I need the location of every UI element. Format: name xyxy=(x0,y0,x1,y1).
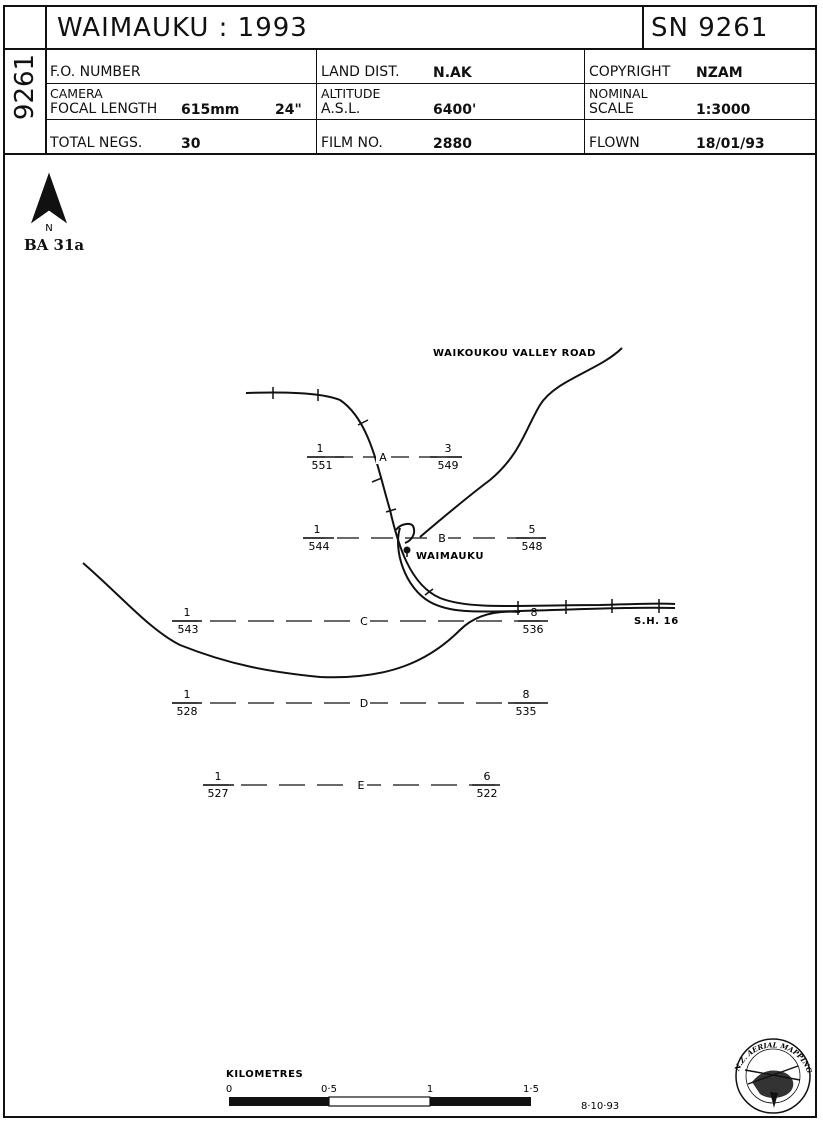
road-label: WAIKOUKOU VALLEY ROAD xyxy=(433,348,596,359)
scale-title: KILOMETRES xyxy=(226,1069,303,1080)
land-dist-value: N.AK xyxy=(433,65,472,81)
run-a-end-neg: 3 xyxy=(445,442,452,455)
map-code: BA 31a xyxy=(24,236,85,254)
scale-date: 8·10·93 xyxy=(581,1101,619,1112)
highway-label: S.H. 16 xyxy=(634,616,679,627)
run-d-letter: D xyxy=(360,697,368,710)
flown-label: FLOWN xyxy=(589,135,640,151)
run-d-end-neg: 8 xyxy=(523,688,530,701)
road-ticks xyxy=(272,387,660,615)
run-e-letter: E xyxy=(358,779,365,792)
scale-label: SCALE xyxy=(589,101,634,117)
run-letters xyxy=(354,449,448,792)
run-b-end-frame: 548 xyxy=(522,540,543,553)
north-arrow-icon xyxy=(31,172,67,224)
run-e-start-frame: 527 xyxy=(208,787,229,800)
focal-length-value: 615mm xyxy=(181,102,240,118)
run-b-start-frame: 544 xyxy=(309,540,330,553)
total-negs-value: 30 xyxy=(181,136,201,152)
focal-length-label: FOCAL LENGTH xyxy=(50,101,158,117)
scale-bar: KILOMETRES 0 0·5 1 1·5 8·10·93 xyxy=(226,1069,619,1112)
town-loop xyxy=(395,522,416,544)
run-b-letter: B xyxy=(438,532,446,545)
asl-label: A.S.L. xyxy=(321,101,361,117)
run-b-end-neg: 5 xyxy=(529,523,536,536)
run-e-end-frame: 522 xyxy=(477,787,498,800)
run-endcaps xyxy=(172,456,548,786)
highway-road xyxy=(397,527,676,613)
run-a-end-frame: 549 xyxy=(438,459,459,472)
run-e-start-neg: 1 xyxy=(215,770,222,783)
run-c-start-neg: 1 xyxy=(184,606,191,619)
copyright-label: COPYRIGHT xyxy=(589,64,671,80)
run-b-start-neg: 1 xyxy=(314,523,321,536)
run-a-letter: A xyxy=(379,451,387,464)
roads xyxy=(82,347,676,679)
film-no-value: 2880 xyxy=(433,136,472,152)
run-numbers: 1 551 3 549 1 544 5 548 1 543 8 536 1 52… xyxy=(177,442,544,800)
scale-tick-2: 1 xyxy=(427,1084,433,1095)
altitude-value: 6400' xyxy=(433,102,477,118)
copyright-value: NZAM xyxy=(696,65,743,81)
run-e-end-neg: 6 xyxy=(484,770,491,783)
total-negs-label: TOTAL NEGS. xyxy=(50,135,143,151)
camera-label: CAMERA xyxy=(50,86,103,101)
run-a-start-frame: 551 xyxy=(312,459,333,472)
run-c-end-frame: 536 xyxy=(523,623,544,636)
header-block: 9261 WAIMAUKU : 1993 SN 9261 F.O. NUMBER… xyxy=(5,7,815,155)
main-road xyxy=(245,391,676,608)
focal-length-inches: 24" xyxy=(275,102,302,118)
fo-number-label: F.O. NUMBER xyxy=(50,64,141,80)
altitude-label: ALTITUDE xyxy=(321,86,381,101)
run-c-start-frame: 543 xyxy=(178,623,199,636)
run-a-start-neg: 1 xyxy=(317,442,324,455)
scale-tick-3: 1·5 xyxy=(523,1084,539,1095)
waikoukou-valley-road xyxy=(419,347,623,538)
nominal-label: NOMINAL xyxy=(589,86,648,101)
run-c-letter: C xyxy=(360,615,368,628)
run-d-start-neg: 1 xyxy=(184,688,191,701)
flown-value: 18/01/93 xyxy=(696,136,765,152)
run-d-start-frame: 528 xyxy=(177,705,198,718)
scale-tick-1: 0·5 xyxy=(321,1084,337,1095)
north-label: N xyxy=(45,223,52,234)
run-d-end-frame: 535 xyxy=(516,705,537,718)
scale-value: 1:3000 xyxy=(696,102,751,118)
southern-road xyxy=(82,562,521,679)
map-title: WAIMAUKU : 1993 xyxy=(57,13,308,43)
scale-tick-0: 0 xyxy=(226,1084,232,1095)
sortie-number: SN 9261 xyxy=(651,13,769,43)
land-dist-label: LAND DIST. xyxy=(321,64,400,80)
town-label: WAIMAUKU xyxy=(416,551,484,562)
map-sheet: 9261 WAIMAUKU : 1993 SN 9261 F.O. NUMBER… xyxy=(3,5,817,1118)
run-c-end-neg: 8 xyxy=(531,606,538,619)
film-no-label: FILM NO. xyxy=(321,135,383,151)
